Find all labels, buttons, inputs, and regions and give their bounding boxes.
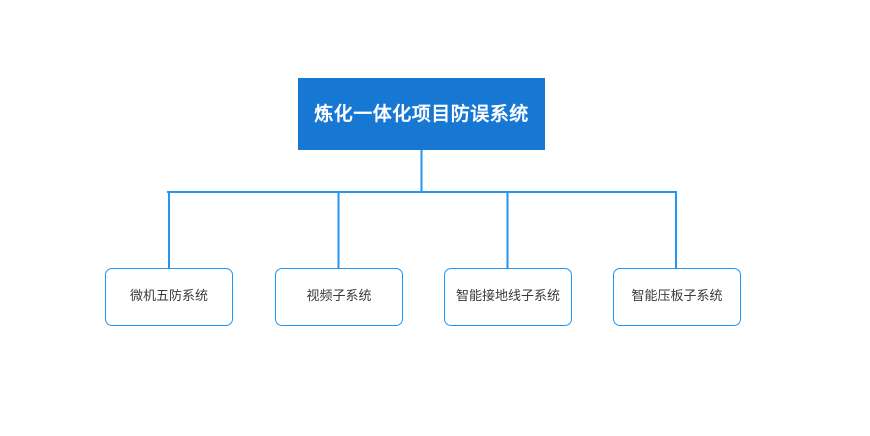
child-node-2[interactable]: 视频子系统 xyxy=(275,268,403,326)
child-node-1[interactable]: 微机五防系统 xyxy=(105,268,233,326)
child-node-3-label: 智能接地线子系统 xyxy=(455,288,560,304)
child-node-3[interactable]: 智能接地线子系统 xyxy=(444,268,572,326)
child-node-2-label: 视频子系统 xyxy=(306,288,372,304)
root-node-label: 炼化一体化项目防误系统 xyxy=(314,102,529,125)
child-node-1-label: 微机五防系统 xyxy=(129,288,208,304)
child-node-4-label: 智能压板子系统 xyxy=(631,288,723,304)
root-node[interactable]: 炼化一体化项目防误系统 xyxy=(298,78,545,150)
child-node-4[interactable]: 智能压板子系统 xyxy=(613,268,741,326)
